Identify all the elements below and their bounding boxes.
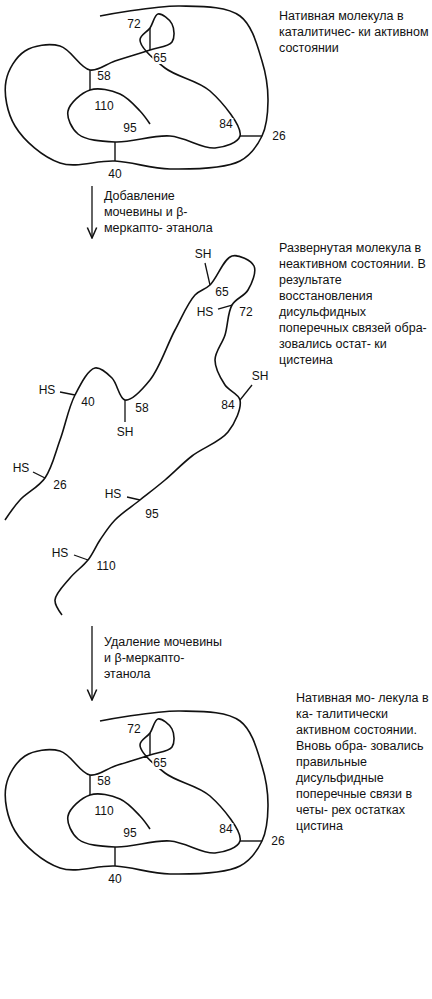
- thiol-bond: [124, 400, 125, 422]
- residue-number: 95: [144, 508, 159, 520]
- thiol-group: SH: [116, 426, 135, 438]
- residue-number: 110: [95, 560, 116, 572]
- disulfide-bridge: [240, 840, 262, 841]
- residue-number: 110: [93, 100, 114, 112]
- residue-number: 40: [80, 396, 95, 408]
- polypeptide-chain: [5, 256, 255, 615]
- residue-number: 72: [126, 18, 141, 30]
- residue-number: 95: [122, 827, 137, 839]
- thiol-bond: [60, 392, 75, 395]
- residue-number: 26: [271, 130, 286, 142]
- residue-number: 65: [214, 286, 229, 298]
- caption-text: Нативная молекула в каталитичес- ки акти…: [279, 8, 429, 56]
- disulfide-bridge: [114, 847, 115, 866]
- unfolded-molecule: [5, 256, 255, 615]
- thiol-bond: [127, 497, 140, 500]
- thiol-bond: [240, 385, 252, 400]
- thiol-group: HS: [51, 547, 70, 559]
- residue-number: 84: [220, 399, 235, 411]
- refolded-molecule: [5, 711, 268, 874]
- residue-number: 110: [93, 805, 114, 817]
- residue-number: 72: [126, 723, 141, 735]
- thiol-group: HS: [38, 384, 57, 396]
- disulfide-bridge: [240, 135, 262, 136]
- residue-number: 58: [96, 775, 111, 787]
- thiol-bond: [218, 305, 232, 309]
- residue-number: 40: [107, 168, 122, 180]
- step-arrow: [91, 186, 92, 238]
- residue-number: 26: [270, 835, 285, 847]
- residue-number: 40: [107, 873, 122, 885]
- thiol-group: SH: [194, 248, 213, 260]
- thiol-bond: [205, 263, 210, 285]
- thiol-group: HS: [104, 488, 123, 500]
- residue-number: 95: [122, 122, 137, 134]
- residue-number: 58: [96, 70, 111, 82]
- disulfide-bridge: [149, 733, 150, 755]
- step-label: Добавление мочевины и β-меркапто- этанол…: [104, 188, 222, 236]
- residue-number: 26: [52, 479, 67, 491]
- residue-number: 84: [218, 823, 233, 835]
- residue-number: 84: [218, 118, 233, 130]
- polypeptide-chain: [5, 711, 268, 874]
- native-molecule: [5, 6, 268, 169]
- step-arrow: [91, 626, 92, 700]
- residue-number: 65: [152, 757, 167, 769]
- caption-text: Нативная мо- лекула в ка- талитически ак…: [296, 690, 429, 834]
- step-label: Удаление мочевины и β-меркапто- этанола: [104, 634, 222, 682]
- disulfide-bridge: [149, 28, 150, 50]
- residue-number: 72: [238, 306, 253, 318]
- thiol-bond: [33, 472, 45, 478]
- thiol-group: SH: [251, 370, 270, 382]
- caption-text: Развернутая молекула в неактивном состоя…: [279, 240, 429, 368]
- thiol-group: HS: [12, 462, 31, 474]
- disulfide-bridge: [114, 142, 115, 161]
- disulfide-bridge: [89, 70, 90, 90]
- residue-number: 58: [134, 402, 149, 414]
- thiol-group: HS: [196, 306, 215, 318]
- thiol-bond: [74, 555, 88, 560]
- disulfide-bridge: [89, 775, 90, 795]
- polypeptide-chain: [5, 6, 268, 169]
- residue-number: 65: [152, 52, 167, 64]
